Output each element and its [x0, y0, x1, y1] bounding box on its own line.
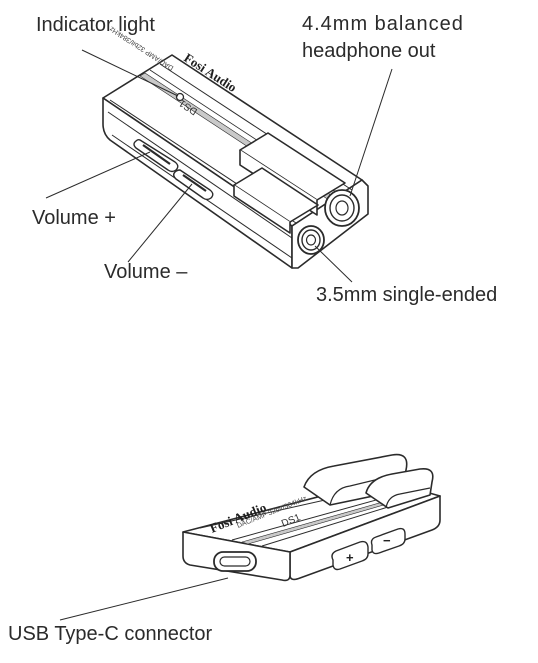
plus-symbol: +	[346, 550, 354, 565]
device-top-view	[102, 54, 369, 269]
balanced-out-label-line1: 4.4mm balanced	[302, 13, 464, 35]
usb-c-label: USB Type-C connector	[8, 623, 213, 645]
housing-front	[365, 467, 434, 509]
volume-down-button-side[interactable]	[370, 527, 406, 555]
volume-down-label: Volume –	[104, 261, 188, 283]
minus-symbol: −	[383, 533, 391, 548]
indicator-light-label: Indicator light	[36, 14, 155, 36]
device-bottom-view	[182, 453, 441, 582]
balanced-out-label-line2: headphone out	[302, 40, 436, 62]
balanced-leader	[349, 68, 393, 197]
jack-housing-top	[239, 132, 346, 201]
single-ended-leader	[314, 245, 353, 283]
jack-housing-lower	[233, 167, 319, 223]
device-bottom-front-side	[289, 495, 441, 581]
indicator-light	[175, 92, 185, 102]
volume-up-button-side[interactable]	[331, 540, 369, 571]
balanced-jack-4-4mm	[324, 189, 360, 227]
single-ended-label: 3.5mm single-ended	[316, 284, 498, 306]
single-ended-jack-3-5mm	[297, 225, 325, 255]
callout-lines	[45, 49, 393, 621]
volume-up-leader	[45, 151, 151, 199]
usb-c-leader	[59, 577, 229, 621]
volume-up-label: Volume +	[32, 207, 116, 229]
volume-down-leader	[127, 183, 193, 263]
indicator-leader	[81, 49, 179, 97]
volume-down-button[interactable]	[173, 169, 214, 201]
